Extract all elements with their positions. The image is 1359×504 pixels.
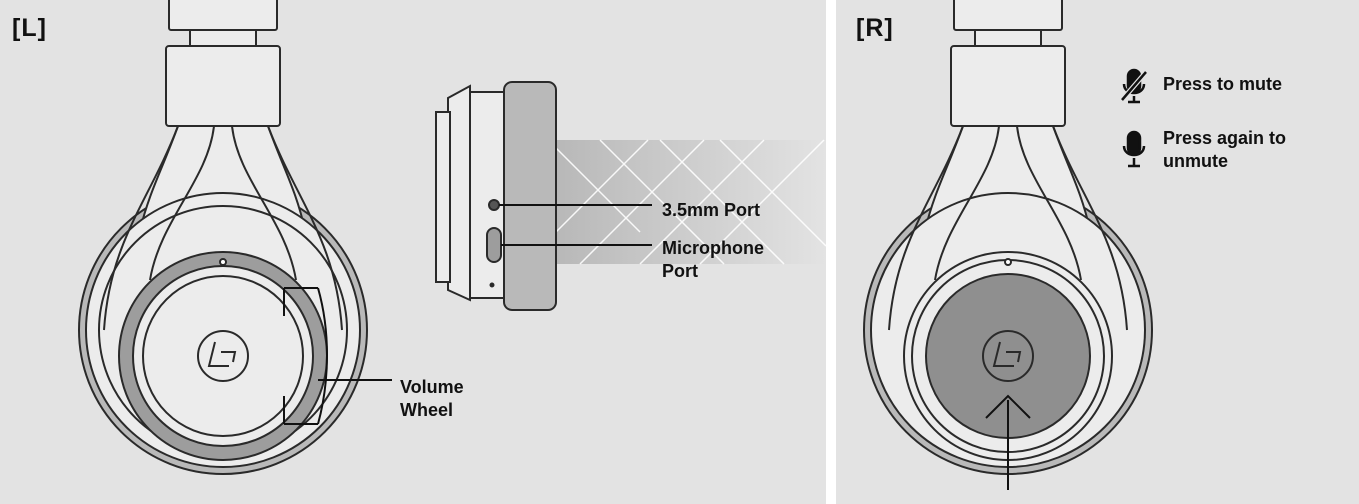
unmute-label-line1: Press again to: [1163, 128, 1287, 148]
microphone-port-label: Microphone Port: [662, 237, 764, 283]
microphone-port-label-line1: Microphone: [662, 238, 764, 258]
right-side-label: [R]: [856, 14, 894, 42]
left-earcup-panel: [L]: [0, 0, 826, 504]
left-diagram: [78, 0, 826, 475]
press-arrow: [985, 394, 1031, 490]
brand-logo: [982, 330, 1034, 382]
port-35mm-label: 3.5mm Port: [662, 200, 761, 220]
volume-wheel-label-line2: Wheel: [400, 400, 454, 420]
right-earcup-panel: [R]: [836, 0, 1359, 504]
microphone-muted-icon: [1120, 68, 1148, 104]
microphone-icon: [1122, 130, 1146, 168]
volume-wheel-label-line1: Volume: [400, 377, 464, 397]
left-side-label: [L]: [12, 14, 47, 42]
port-callout-lines: [499, 204, 652, 246]
volume-wheel-label: Volume Wheel: [400, 376, 464, 422]
mute-label: Press to mute: [1163, 74, 1283, 94]
port-highlight-beam: [555, 139, 826, 265]
headphone-side-view: [435, 81, 557, 311]
headphone-right-earcup: [863, 0, 1153, 475]
microphone-port-label-line2: Port: [662, 261, 698, 281]
right-diagram: [863, 0, 1153, 490]
unmute-label: Press again to unmute: [1163, 127, 1286, 173]
brand-logo: [197, 330, 249, 382]
unmute-label-line2: unmute: [1163, 151, 1228, 171]
volume-wheel-bracket: [283, 287, 392, 425]
